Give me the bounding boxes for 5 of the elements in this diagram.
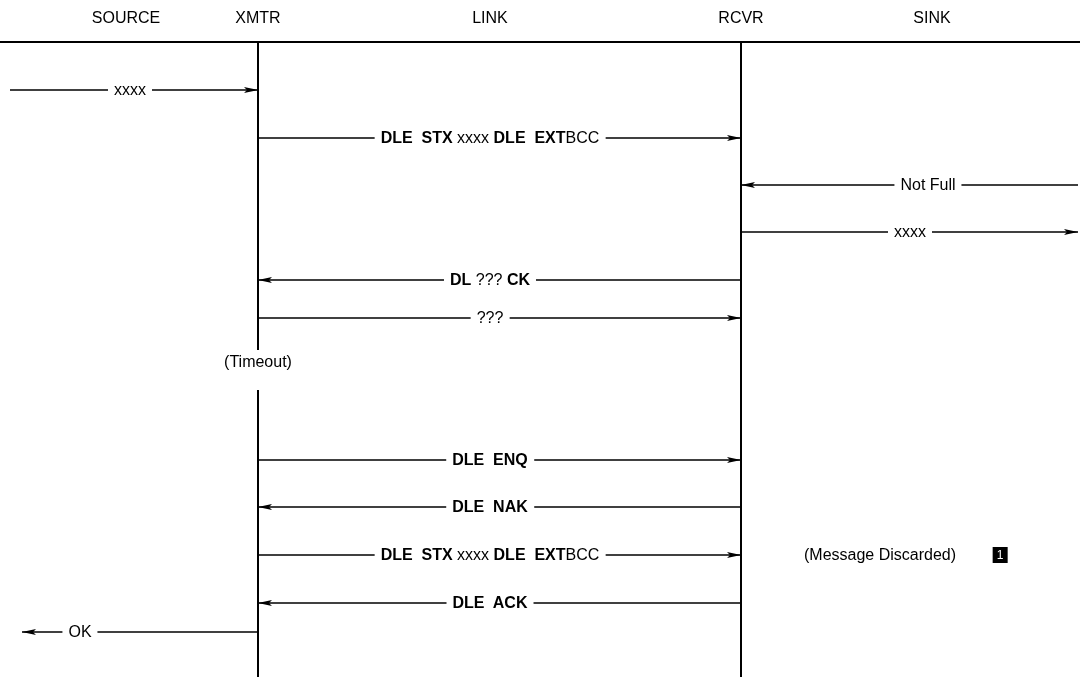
lifeline [740,41,742,677]
lifeline [257,41,259,677]
arrow [257,315,742,321]
callout-number: 1 [992,547,1008,563]
edge-label: DLE ENQ [446,451,534,469]
